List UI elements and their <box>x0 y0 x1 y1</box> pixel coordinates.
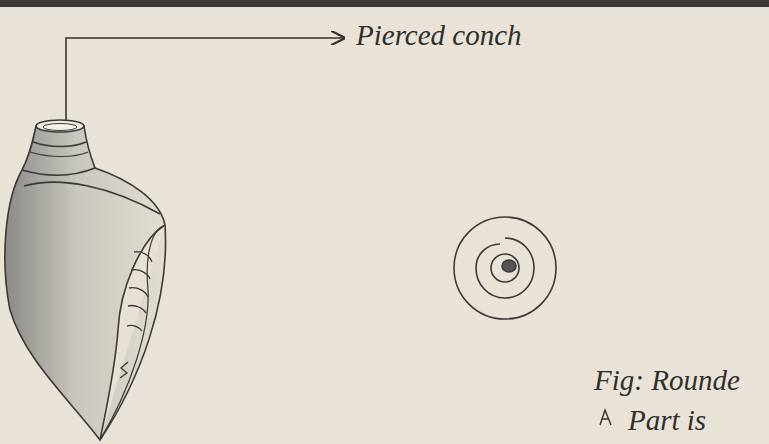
conch-shell <box>5 120 166 440</box>
rounded-part <box>454 217 556 319</box>
figure-caption: Fig: Rounde <box>594 365 740 397</box>
leader-line <box>66 38 344 122</box>
top-band <box>0 0 769 7</box>
pen-flourish <box>600 410 611 425</box>
part-label: Pierced conch <box>356 20 522 52</box>
figure-caption: Part is <box>628 405 706 437</box>
